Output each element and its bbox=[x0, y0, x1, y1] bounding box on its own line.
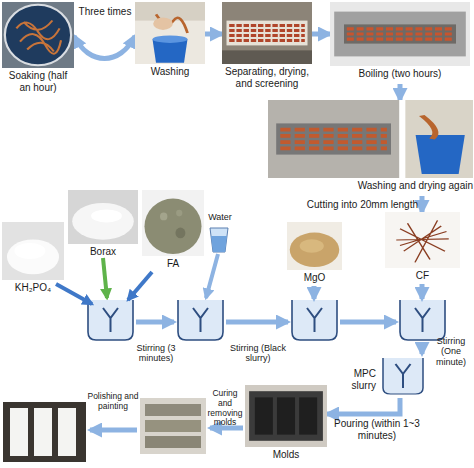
flow-arrow bbox=[340, 320, 396, 325]
process-node: MPC slurry bbox=[328, 356, 428, 398]
flow-arrow bbox=[420, 196, 425, 212]
feed-arrow bbox=[128, 272, 152, 300]
node-caption: Washing and drying again bbox=[268, 180, 473, 192]
flow-arrow bbox=[90, 428, 137, 433]
node-caption: Boiling (two hours) bbox=[330, 68, 470, 80]
flow-arrow bbox=[312, 32, 330, 37]
feed-arrow bbox=[56, 284, 92, 304]
mixing-container bbox=[400, 300, 445, 340]
node-caption: Soaking (half an hour) bbox=[2, 70, 74, 93]
feed-arrow bbox=[103, 258, 107, 298]
flow-arrow bbox=[398, 84, 403, 100]
flow-arrow bbox=[205, 32, 222, 37]
molds-photo bbox=[245, 385, 327, 447]
node-caption: MgO bbox=[287, 272, 342, 284]
material-photo bbox=[68, 190, 138, 244]
process-node: MgO bbox=[287, 222, 342, 284]
process-photo bbox=[268, 100, 473, 178]
material-photo bbox=[385, 212, 460, 268]
mixing-container bbox=[378, 356, 428, 396]
water-glass bbox=[210, 228, 228, 252]
sample-photo bbox=[2, 2, 74, 68]
material-photo bbox=[287, 222, 342, 270]
edge-label: Cutting into 20mm length bbox=[290, 199, 418, 211]
node-caption: FA bbox=[142, 258, 204, 270]
step-label: Stirring (One minute) bbox=[428, 336, 474, 367]
flow-arrow bbox=[226, 320, 288, 325]
node-caption: Washing bbox=[135, 66, 205, 78]
step-label: Curing and removing molds bbox=[205, 389, 245, 428]
finished-specimens-photo bbox=[3, 402, 86, 462]
step-label: Polishing and painting bbox=[86, 392, 140, 412]
process-node: FA bbox=[142, 190, 204, 270]
step-label: Water bbox=[198, 212, 242, 222]
step-label: Stirring (3 minutes) bbox=[130, 343, 182, 364]
process-photo bbox=[135, 2, 205, 64]
feed-arrow bbox=[312, 286, 317, 299]
flow-arrow bbox=[136, 320, 174, 325]
node-caption: Separating, drying, and screening bbox=[222, 66, 312, 89]
process-photo bbox=[222, 2, 312, 64]
water-arrow bbox=[206, 254, 218, 298]
flow-arrow bbox=[74, 36, 135, 59]
demolded-specimens-photo bbox=[140, 398, 206, 454]
process-node: Soaking (half an hour) bbox=[2, 2, 74, 94]
mixing-container bbox=[292, 300, 337, 340]
mixing-container bbox=[88, 300, 133, 340]
node-caption: CF bbox=[385, 270, 460, 282]
node-caption: Molds bbox=[245, 449, 327, 461]
node-caption: KH₂PO₄ bbox=[2, 282, 64, 294]
node-caption: Borax bbox=[68, 246, 138, 258]
step-label: Stirring (Black slurry) bbox=[226, 343, 290, 364]
process-node: Separating, drying, and screening bbox=[222, 2, 312, 94]
process-node: Washing bbox=[135, 2, 205, 94]
material-photo bbox=[2, 222, 64, 280]
process-node: KH₂PO₄ bbox=[2, 222, 64, 294]
edge-label: Three times bbox=[74, 6, 136, 18]
flow-arrow bbox=[327, 398, 400, 414]
flow-arrow bbox=[420, 342, 425, 354]
process-node: CF bbox=[385, 212, 460, 284]
process-node: Boiling (two hours) bbox=[330, 2, 470, 84]
mixing-container bbox=[178, 300, 223, 340]
process-photo bbox=[330, 2, 470, 66]
node-caption: MPC slurry bbox=[328, 368, 376, 391]
material-photo bbox=[142, 190, 204, 256]
process-node: Molds bbox=[245, 385, 327, 465]
edge-label: Pouring (within 1~3 minutes) bbox=[332, 418, 422, 441]
process-node: Washing and drying again bbox=[268, 100, 473, 196]
process-node: Borax bbox=[68, 190, 138, 256]
feed-arrow bbox=[420, 284, 425, 299]
